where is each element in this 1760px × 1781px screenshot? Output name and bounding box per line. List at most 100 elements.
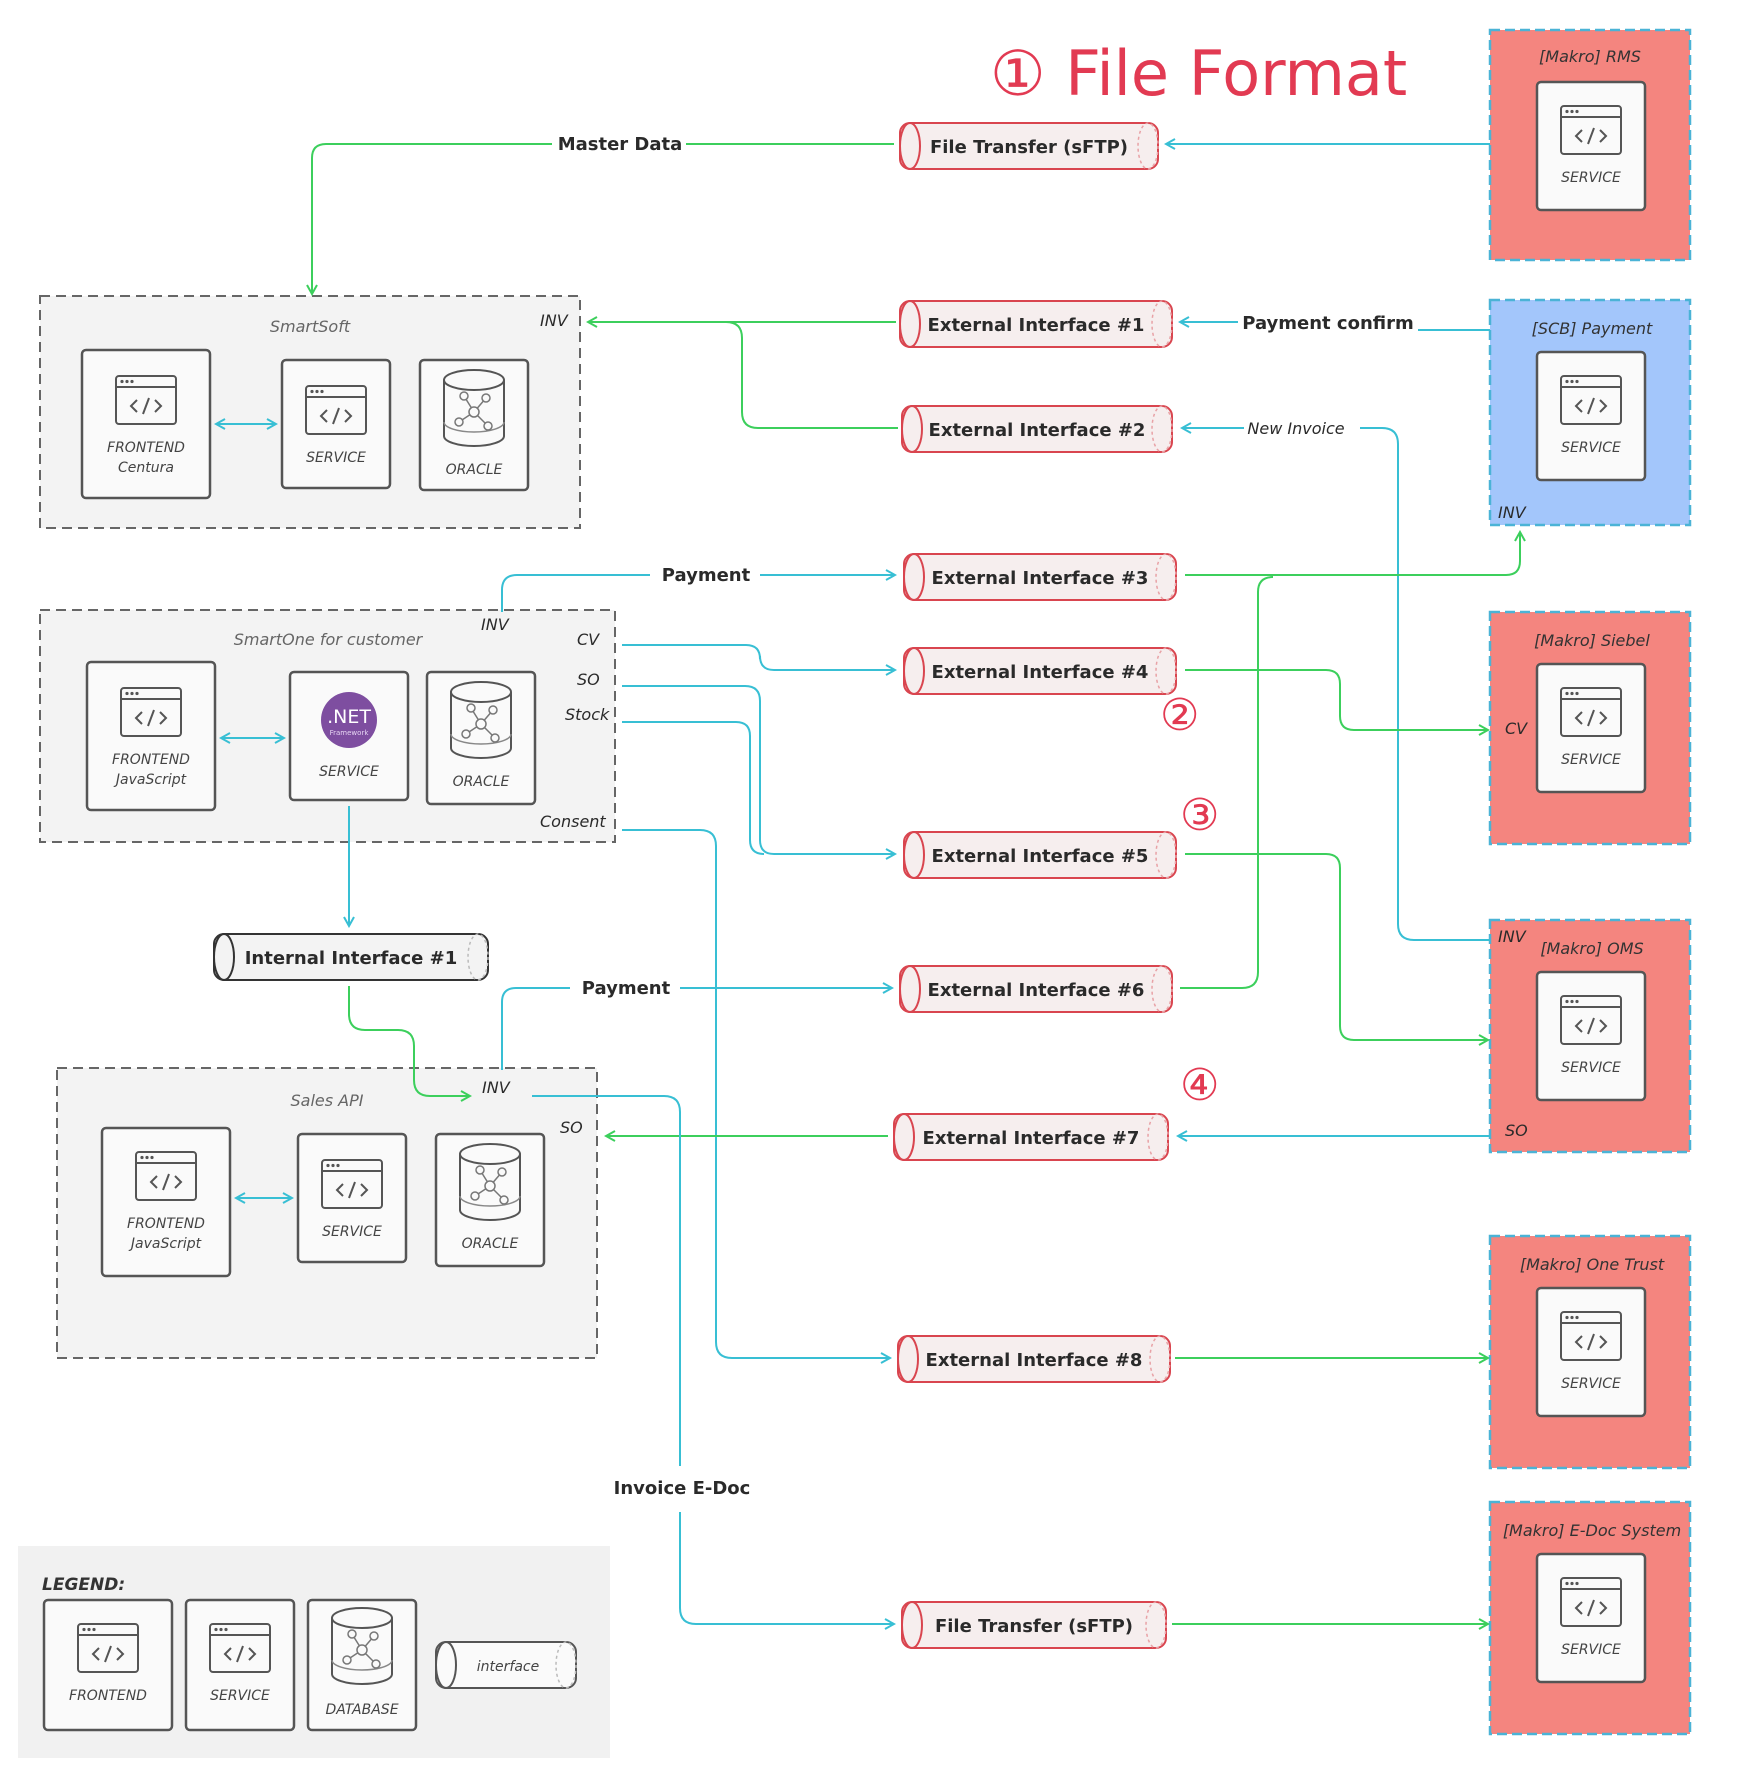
ext-system-one-trust: [Makro] One Trust SERVICE — [1488, 1234, 1692, 1470]
smartsoft-frontend: FRONTEND Centura — [80, 348, 212, 500]
salesapi-database: ORACLE — [434, 1132, 546, 1268]
flow-label-payment: Payment — [582, 978, 671, 999]
smartone-frontend: FRONTEND JavaScript — [85, 660, 217, 812]
interface-label: External Interface #7 — [923, 1128, 1140, 1149]
system-title: [Makro] One Trust — [1520, 1255, 1665, 1274]
interface-label: External Interface #3 — [932, 568, 1149, 589]
port-label-so: SO — [560, 1118, 583, 1137]
ext-system-scb-payment: [SCB] Payment SERVICE INV — [1488, 298, 1692, 527]
service-label: SERVICE — [1561, 1060, 1621, 1076]
component-label: ORACLE — [462, 1236, 519, 1252]
database-icon — [331, 1607, 393, 1685]
flow-new-invoice — [1182, 428, 1490, 941]
flow-cv — [622, 644, 895, 670]
component-label: FRONTEND — [112, 752, 190, 768]
port-label-cv: CV — [577, 630, 600, 649]
component-label: ORACLE — [446, 462, 503, 478]
code-window-icon — [1560, 1577, 1622, 1627]
flow-ext5-to-oms — [1185, 853, 1488, 1040]
code-window-icon — [1560, 105, 1622, 155]
code-window-icon — [209, 1623, 271, 1673]
system-title: [Makro] RMS — [1539, 47, 1641, 66]
interface-label: External Interface #1 — [928, 315, 1145, 336]
flow-label-payment: Payment — [662, 565, 751, 586]
flow-ext6-to-scb — [1180, 576, 1274, 989]
legend-label: DATABASE — [325, 1702, 398, 1718]
external-interface-8: External Interface #8 — [897, 1335, 1171, 1383]
interface-label: File Transfer (sFTP) — [935, 1616, 1133, 1637]
code-window-icon — [135, 1151, 197, 1201]
interface-label: File Transfer (sFTP) — [930, 137, 1128, 158]
legend-title: LEGEND: — [42, 1575, 125, 1595]
service-label: SERVICE — [1561, 1376, 1621, 1392]
external-interface-2: External Interface #2 — [901, 405, 1173, 453]
flow-label-payment-confirm: Payment confirm — [1242, 313, 1414, 334]
component-sublabel: JavaScript — [128, 1236, 202, 1252]
code-window-icon — [77, 1623, 139, 1673]
legend-interface: interface — [435, 1641, 577, 1689]
salesapi-service: SERVICE — [296, 1132, 408, 1264]
smartsoft-database: ORACLE — [418, 358, 530, 492]
code-window-icon — [1560, 995, 1622, 1045]
component-label: FRONTEND — [127, 1216, 205, 1232]
flow-ext4-to-siebel — [1185, 669, 1488, 730]
code-window-icon — [1560, 687, 1622, 737]
smartone-service: .NET Framework SERVICE — [288, 670, 410, 802]
system-title: [Makro] E-Doc System — [1503, 1521, 1681, 1540]
legend-service: SERVICE — [184, 1598, 296, 1732]
external-interface-7: External Interface #7 — [893, 1113, 1169, 1161]
legend-label: SERVICE — [210, 1688, 270, 1704]
group-title: Sales API — [291, 1091, 364, 1110]
interface-label: External Interface #2 — [929, 420, 1146, 441]
file-transfer-top: File Transfer (sFTP) — [899, 122, 1159, 170]
file-transfer-bottom: File Transfer (sFTP) — [901, 1601, 1167, 1649]
group-title: SmartSoft — [270, 317, 351, 336]
external-interface-6: External Interface #6 — [899, 965, 1173, 1013]
port-label-consent: Consent — [540, 812, 606, 831]
dotnet-logo-icon — [321, 692, 377, 748]
flow-payment-smartone — [501, 575, 895, 612]
ext-system-rms: [Makro] RMS SERVICE — [1488, 28, 1692, 262]
code-window-icon — [305, 385, 367, 435]
system-title: [Makro] Siebel — [1534, 631, 1650, 650]
system-title: [SCB] Payment — [1532, 319, 1653, 338]
port-label-stock: Stock — [565, 705, 610, 724]
component-label: FRONTEND — [107, 440, 185, 456]
interfaces-layer: File Transfer (sFTP) External Interface #… — [213, 122, 1177, 1649]
component-label: SERVICE — [306, 450, 366, 466]
ext-system-edoc: [Makro] E-Doc System SERVICE — [1488, 1500, 1692, 1736]
annotation-mark-4: ④ — [1180, 1060, 1219, 1111]
database-icon — [450, 681, 512, 759]
component-label: ORACLE — [453, 774, 510, 790]
flow-consent — [622, 829, 890, 1358]
flow-so — [622, 685, 895, 854]
external-interface-5: External Interface #5 — [903, 831, 1177, 879]
service-label: SERVICE — [1561, 752, 1621, 768]
flow-master-data — [312, 143, 894, 294]
legend-database: DATABASE — [306, 1598, 418, 1732]
flow-payment-salesapi — [501, 988, 892, 1070]
flow-invoice-edoc — [532, 1095, 894, 1624]
code-window-icon — [120, 687, 182, 737]
port-label-cv: CV — [1505, 719, 1528, 738]
ext-system-oms: [Makro] OMS SERVICE INV SO — [1488, 918, 1692, 1154]
service-label: SERVICE — [1561, 440, 1621, 456]
database-icon — [459, 1143, 521, 1221]
salesapi-frontend: FRONTEND JavaScript — [100, 1126, 232, 1278]
flow-ext2-to-smartsoft — [700, 321, 898, 429]
external-interface-3: External Interface #3 — [903, 553, 1177, 601]
flow-ext3-to-scb — [1185, 532, 1520, 576]
port-label-so: SO — [1505, 1121, 1528, 1140]
group-title: SmartOne for customer — [234, 630, 424, 649]
dotnet-badge: .NET — [327, 706, 371, 728]
flow-label-master-data: Master Data — [558, 134, 683, 155]
port-label-inv: INV — [1498, 927, 1527, 946]
database-icon — [443, 369, 505, 447]
legend-label: FRONTEND — [69, 1688, 147, 1704]
interface-label: Internal Interface #1 — [245, 948, 458, 969]
external-interface-1: External Interface #1 — [899, 300, 1173, 348]
system-title: [Makro] OMS — [1540, 939, 1643, 958]
component-sublabel: Centura — [118, 460, 174, 476]
code-window-icon — [321, 1159, 383, 1209]
